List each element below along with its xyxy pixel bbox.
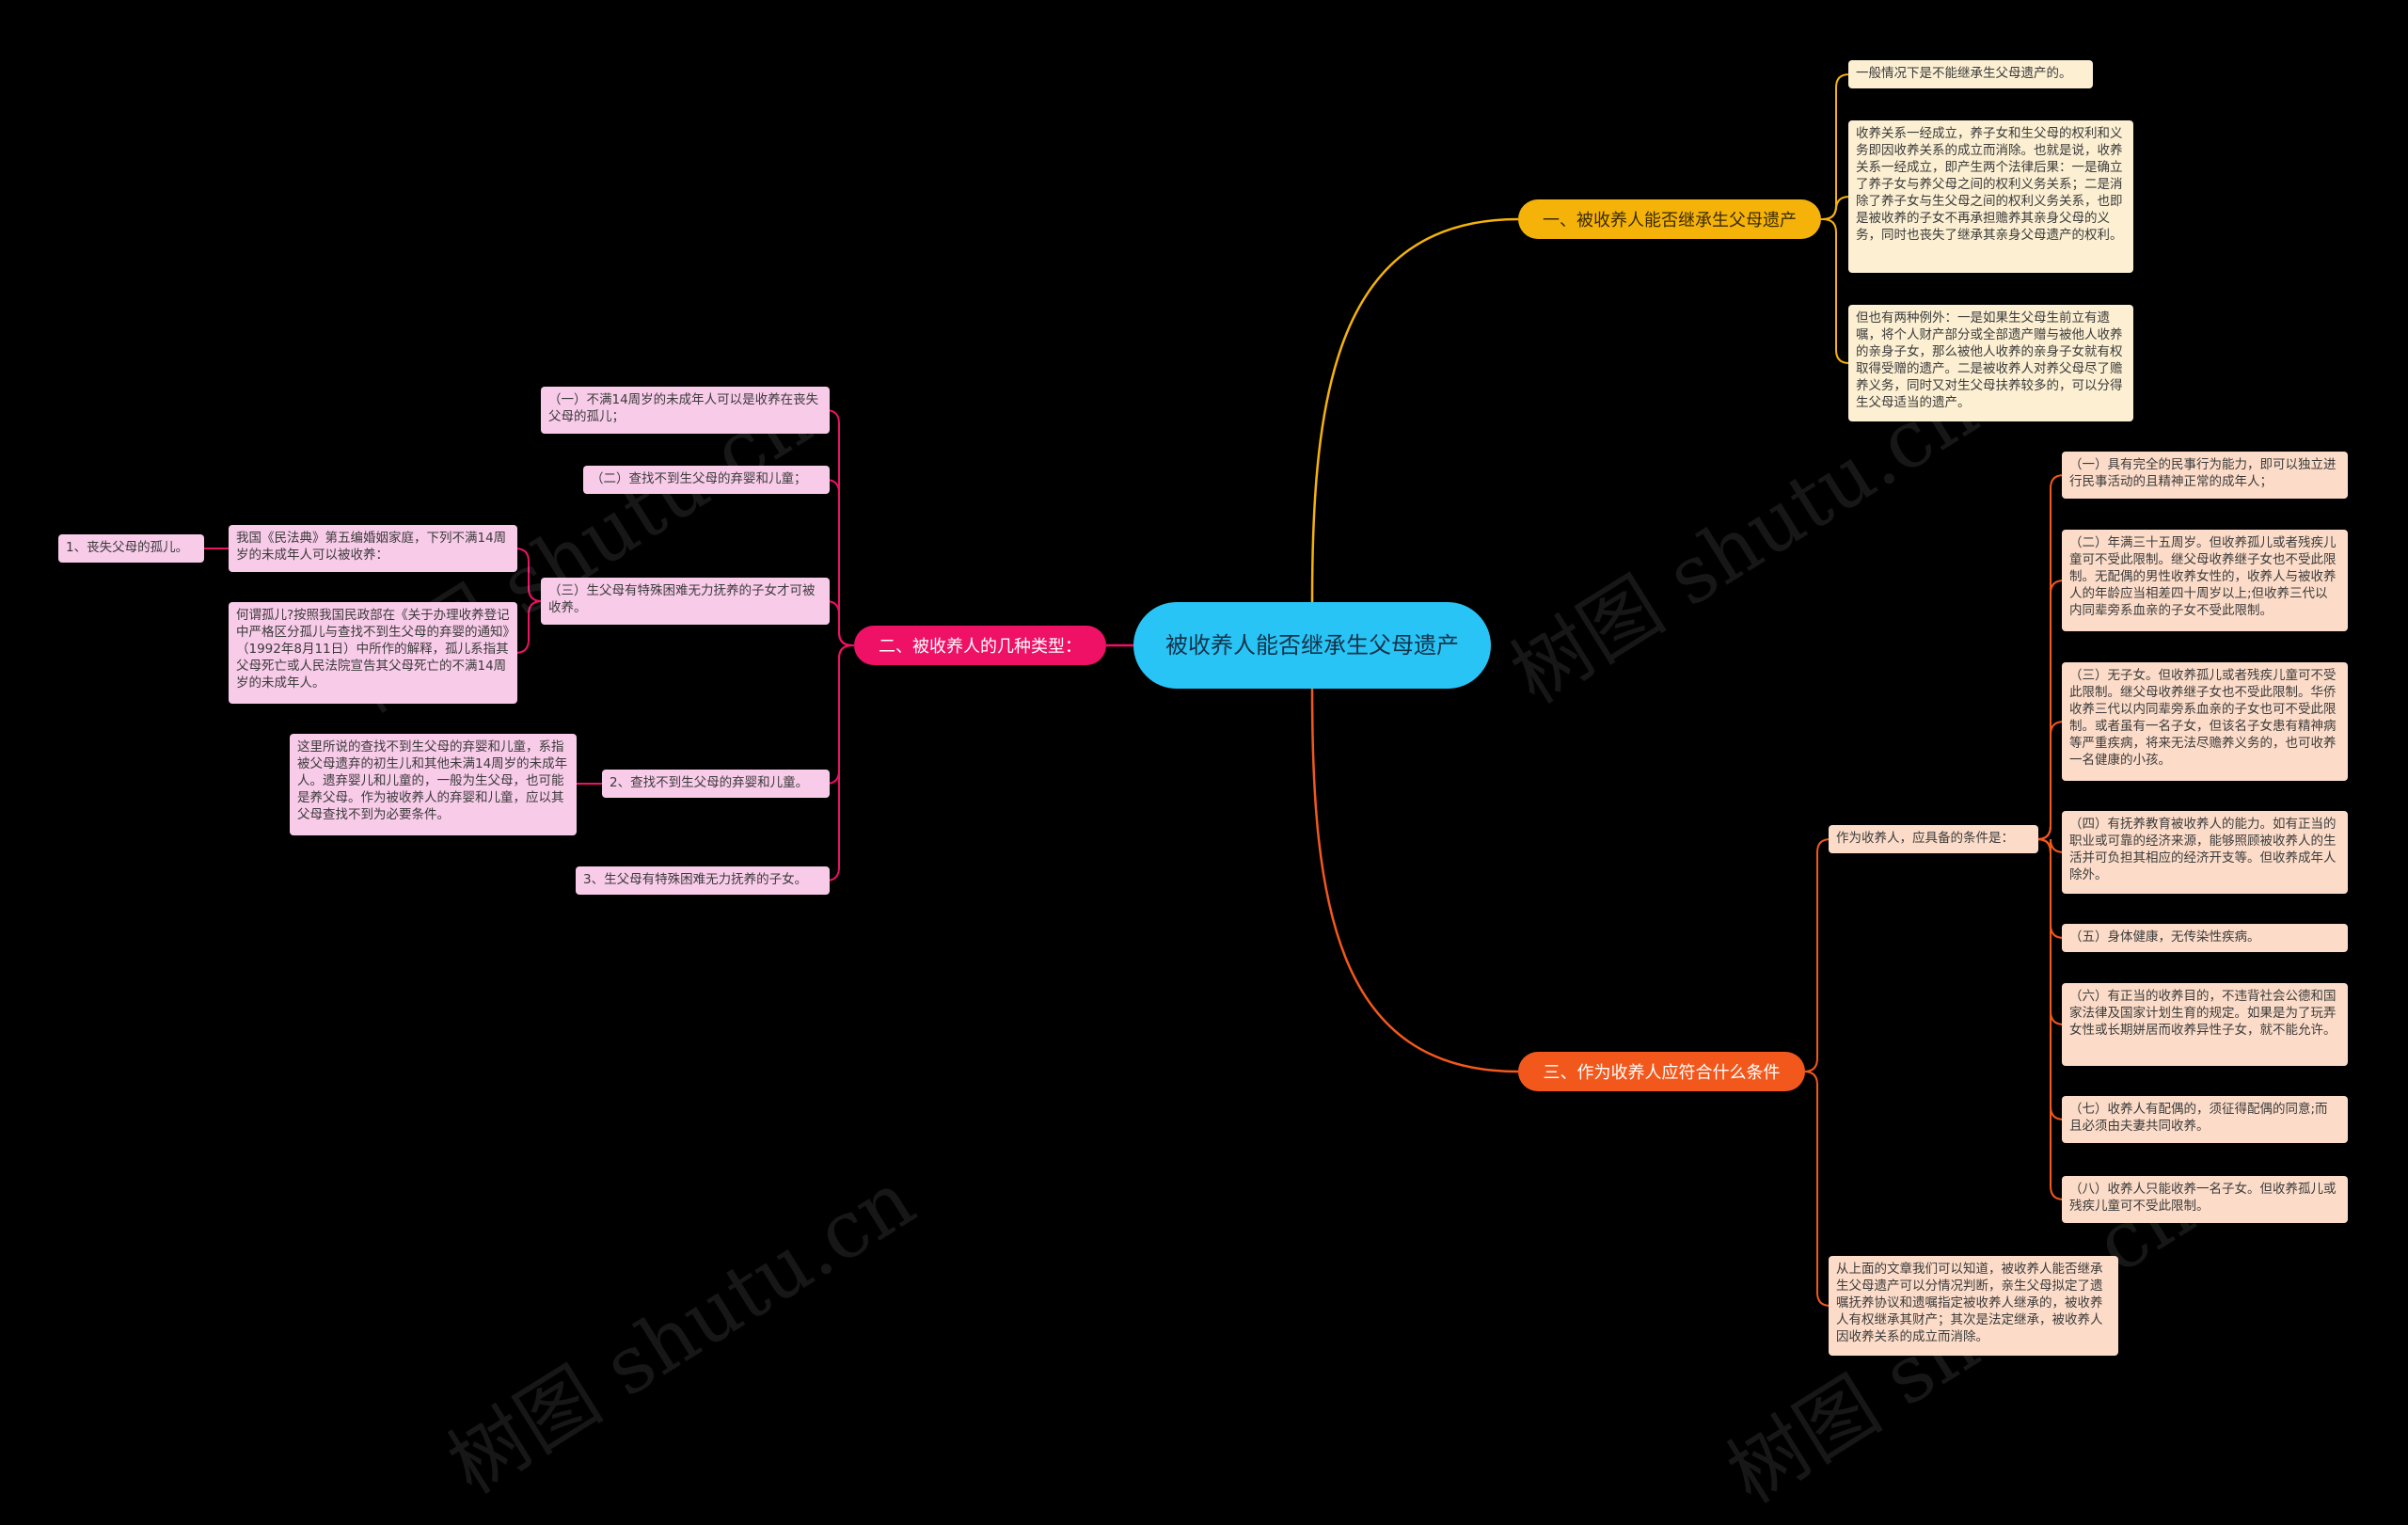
leaf-condition-3[interactable]: （三）无子女。但收养孤儿或者残疾儿童可不受此限制。继父母收养继子女也不受此限制。… xyxy=(2062,662,2348,781)
edge-b3-0 xyxy=(1803,838,1831,1072)
leaf-type-abandoned[interactable]: （二）查找不到生父母的弃婴和儿童； xyxy=(583,466,830,494)
leaf-condition-6[interactable]: （六）有正当的收养目的，不违背社会公德和国家法律及国家计划生育的规定。如果是为了… xyxy=(2062,983,2348,1066)
edge-b3-1 xyxy=(1803,1071,1831,1307)
leaf-condition-4[interactable]: （四）有抚养教育被收养人的能力。如有正当的职业或可靠的经济来源，能够照顾被收养人… xyxy=(2062,811,2348,894)
branch-adoptee-types[interactable]: 二、被收养人的几种类型： xyxy=(854,626,1106,665)
leaf-type-orphan[interactable]: （一）不满14周岁的未成年人可以是收养在丧失父母的孤儿； xyxy=(541,387,830,434)
leaf-abandoned-explanation[interactable]: 这里所说的查找不到生父母的弃婴和儿童，系指被父母遗弃的初生儿和其他未满14周岁的… xyxy=(290,734,577,835)
branch-adopter-conditions[interactable]: 三、作为收养人应符合什么条件 xyxy=(1518,1052,1805,1091)
edge-b2-law-1 xyxy=(515,600,543,654)
leaf-inheritance-exceptions[interactable]: 但也有两种例外：一是如果生父母生前立有遗嘱，将个人财产部分或全部遗产赠与被他人收… xyxy=(1848,305,2133,421)
edge-b2-4 xyxy=(825,644,854,882)
leaf-condition-2[interactable]: （二）年满三十五周岁。但收养孤儿或者残疾儿童可不受此限制。继父母收养继子女也不受… xyxy=(2062,530,2348,631)
edge-b2-law-0 xyxy=(515,548,543,602)
leaf-lost-parents-orphan[interactable]: 1、丧失父母的孤儿。 xyxy=(58,534,204,563)
leaf-condition-1[interactable]: （一）具有完全的民事行为能力，即可以独立进行民事活动的且精神正常的成年人； xyxy=(2062,452,2348,499)
edge-b2-2 xyxy=(825,600,854,646)
connector-lines xyxy=(204,73,2065,1307)
leaf-inheritance-relationship[interactable]: 收养关系一经成立，养子女和生父母的权利和义务即因收养关系的成立而消除。也就是说，… xyxy=(1848,120,2133,273)
branch-inheritance[interactable]: 一、被收养人能否继承生父母遗产 xyxy=(1518,199,1821,239)
leaf-type-hardship[interactable]: （三）生父母有特殊困难无力抚养的子女才可被收养。 xyxy=(541,578,830,625)
leaf-law-reference[interactable]: 我国《民法典》第五编婚姻家庭，下列不满14周岁的未成年人可以被收养： xyxy=(229,525,517,572)
edge-b1-2 xyxy=(1821,218,1850,364)
edge-b3-cond-2 xyxy=(2036,721,2065,840)
leaf-abandoned-children[interactable]: 2、查找不到生父母的弃婴和儿童。 xyxy=(602,770,830,798)
edge-b1-1 xyxy=(1821,196,1850,220)
central-topic[interactable]: 被收养人能否继承生父母遗产 xyxy=(1133,602,1491,689)
leaf-condition-5[interactable]: （五）身体健康，无传染性疾病。 xyxy=(2062,924,2348,952)
leaf-hardship-children[interactable]: 3、生父母有特殊困难无力抚养的子女。 xyxy=(576,866,830,895)
leaf-inheritance-general[interactable]: 一般情况下是不能继承生父母遗产的。 xyxy=(1848,60,2093,88)
leaf-condition-8[interactable]: （八）收养人只能收养一名子女。但收养孤儿或残疾儿童可不受此限制。 xyxy=(2062,1176,2348,1223)
edge-central-branch1 xyxy=(1310,217,1519,603)
leaf-summary[interactable]: 从上面的文章我们可以知道，被收养人能否继承生父母遗产可以分情况判断，亲生父母拟定… xyxy=(1829,1256,2118,1356)
edge-b3-cond-7 xyxy=(2036,838,2065,1200)
leaf-conditions-title[interactable]: 作为收养人，应具备的条件是： xyxy=(1829,825,2038,853)
leaf-orphan-definition[interactable]: 何谓孤儿?按照我国民政部在《关于办理收养登记中严格区分孤儿与查找不到生父母的弃婴… xyxy=(229,602,517,704)
leaf-condition-7[interactable]: （七）收养人有配偶的，须征得配偶的同意;而且必须由夫妻共同收养。 xyxy=(2062,1096,2348,1143)
edge-central-branch3 xyxy=(1310,688,1519,1073)
